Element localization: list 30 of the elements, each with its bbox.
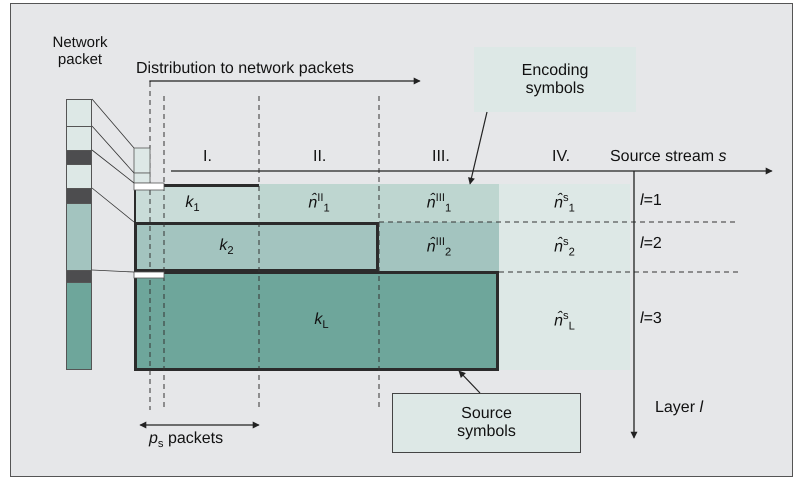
encoding-block — [499, 272, 630, 370]
callout-arrow — [458, 370, 480, 394]
source-block — [134, 184, 259, 222]
axis-title: Distribution to network packets — [136, 60, 354, 78]
encoding-block — [259, 184, 379, 222]
callout-text: Encoding symbols — [520, 62, 590, 98]
packet-heading: Network packet — [51, 35, 108, 68]
source-block — [134, 222, 379, 272]
encoding-block — [379, 222, 499, 272]
encoding-block — [499, 184, 630, 222]
axis-title: Layer l — [655, 399, 704, 417]
encoding-block — [379, 184, 499, 222]
layer-label: l=1 — [640, 192, 662, 210]
callout-box — [474, 47, 636, 112]
callout-box — [392, 393, 581, 453]
column-label: III. — [432, 148, 450, 166]
encoding-block — [499, 222, 630, 272]
symbol-label: k$_{2}$ — [219, 236, 234, 258]
column-label: II. — [313, 148, 326, 166]
layer-label: l=2 — [640, 235, 662, 253]
source-block — [134, 271, 499, 371]
symbol-label: k$_{L}$ — [314, 310, 329, 332]
column-label: IV. — [552, 148, 570, 166]
callout-arrow — [468, 112, 488, 185]
column-label: I. — [203, 148, 212, 166]
symbol-label: k$_{1}$ — [185, 194, 200, 215]
layer-label: l=3 — [640, 310, 662, 328]
axis-title: Source stream s — [610, 148, 726, 166]
callout-text: Source symbols — [456, 405, 517, 441]
dimension-label: p$_{s}$ packets — [149, 430, 224, 450]
